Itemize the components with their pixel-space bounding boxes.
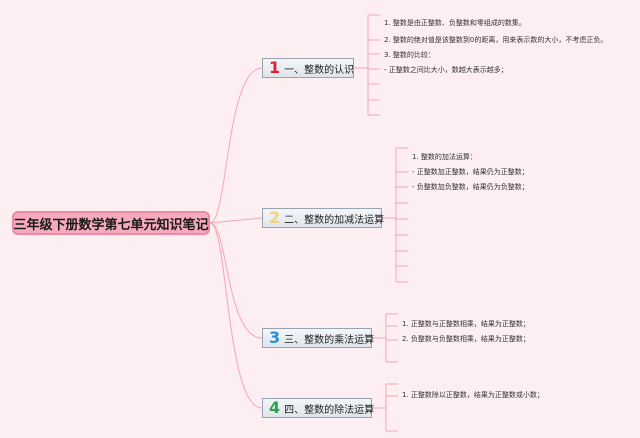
connector-b1-leaves [354, 14, 380, 116]
branch-label-1: 一、整数的认识 [284, 64, 355, 76]
connector-root-b4 [209, 222, 263, 409]
leaf-1-1: 1. 整数是由正整数、负整数和零组成的数集。 [384, 19, 526, 27]
branch-number-4: 4 [269, 398, 281, 417]
connector-b2-leaves [382, 147, 408, 283]
connector-root-b3 [209, 222, 263, 339]
branch-node-1[interactable]: 1 一、整数的认识 [262, 58, 354, 78]
leaf-3-2: 2. 负整数与负整数相乘，结果为正整数； [402, 335, 530, 343]
leaf-4-1: 1. 正整数除以正整数，结果为正整数或小数； [402, 391, 544, 399]
branch-node-4[interactable]: 4 四、整数的除法运算 [262, 398, 375, 418]
connector-root-b2 [209, 217, 263, 224]
root-title: 三年级下册数学第七单元知识笔记 [13, 217, 209, 233]
branch-label-4: 四、整数的除法运算 [284, 404, 375, 416]
connector-b3-leaves [372, 313, 398, 363]
branch-number-3: 3 [269, 328, 281, 347]
branch-label-3: 三、整数的乘法运算 [284, 334, 375, 346]
leaf-1-2: 2. 整数的绝对值是该整数到0的距离，用来表示数的大小，不考虑正负。 [384, 36, 608, 44]
leaf-2-2: - 正整数加正整数，结果仍为正整数； [412, 168, 529, 176]
root-node[interactable]: 三年级下册数学第七单元知识笔记 [12, 211, 210, 235]
leaf-1-4: - 正整数之间比大小，数越大表示越多； [384, 66, 508, 74]
branch-number-1: 1 [269, 58, 281, 77]
branch-number-2: 2 [269, 208, 281, 227]
leaf-1-3: 3. 整数的比较： [384, 51, 435, 59]
branch-node-2[interactable]: 2 二、整数的加减法运算 [262, 208, 385, 228]
leaf-2-1: 1. 整数的加法运算： [412, 153, 477, 161]
leaf-2-3: - 负整数加负整数，结果仍为负整数； [412, 183, 529, 191]
branch-node-3[interactable]: 3 三、整数的乘法运算 [262, 328, 375, 348]
leaf-3-1: 1. 正整数与正整数相乘，结果为正整数； [402, 320, 530, 328]
branch-label-2: 二、整数的加减法运算 [284, 214, 385, 226]
connector-root-b1 [209, 67, 263, 224]
connector-b4-leaves [372, 383, 398, 432]
